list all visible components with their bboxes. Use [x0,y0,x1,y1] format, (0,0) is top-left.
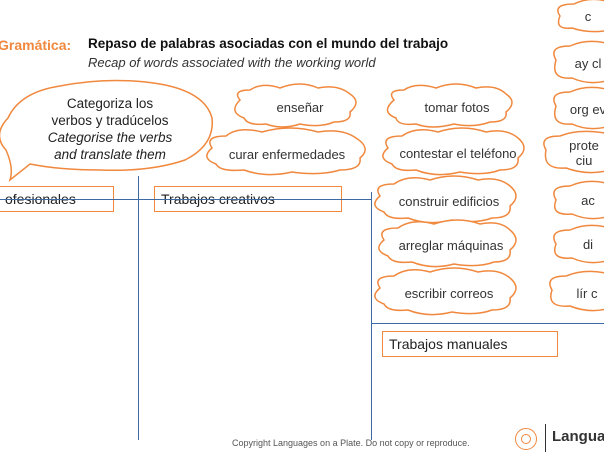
verb-curar: curar enfermedades [228,146,346,162]
verb-right-4: prote ciu [569,138,599,168]
verb-right-1: c [584,8,592,24]
divider-col-2 [371,192,372,440]
copyright-text: Copyright Languages on a Plate. Do not c… [232,438,470,448]
logo-divider [545,424,546,452]
verb-tomar: tomar fotos [424,99,490,115]
page-subtitle: Recap of words associated with the worki… [88,55,376,70]
verb-escribir: escribir correos [404,285,494,301]
cloud-right-5 [553,180,604,220]
verb-arreglar: arreglar máquinas [398,237,504,253]
cloud-right-2 [553,40,604,84]
section-label: Gramática: [0,37,72,53]
cloud-right-6 [553,224,604,264]
instruction-bubble: Categoriza los verbos y tradúcelos Categ… [20,95,200,163]
instruction-line-1: Categoriza los [66,96,154,111]
brand-name: Langua [552,428,604,445]
verb-right-3: org ev [569,101,604,117]
cloud-tomar [386,83,513,128]
logo-inner-icon [521,434,531,444]
instruction-line-4: and translate them [54,147,166,162]
category-manuales: Trabajos manuales [382,331,558,357]
cloud-ensenar [234,83,357,128]
divider-top [0,199,372,200]
cloud-right-1 [557,0,604,33]
speech-bubble [0,79,213,183]
verb-ensenar: enseñar [276,99,324,115]
cloud-right-4 [543,130,604,174]
logo-icon [515,428,537,450]
verb-right-6: di [582,236,594,252]
instruction-line-2: verbos y tradúcelos [51,113,169,128]
verb-right-5: ac [581,192,595,208]
divider-col-1 [138,176,139,440]
verb-right-2: ay cl [574,55,602,71]
verb-construir: construir edificios [398,193,500,209]
cloud-right-7 [549,270,604,312]
divider-right [371,323,604,324]
cloud-construir [374,175,517,224]
cloud-escribir [374,267,517,316]
verb-right-7: lír c [576,285,598,301]
cloud-curar [206,127,366,176]
cloud-contestar [382,127,525,176]
instruction-line-3: Categorise the verbs [47,130,173,145]
cloud-arreglar [378,219,517,268]
page-title: Repaso de palabras asociadas con el mund… [88,36,449,51]
verb-contestar: contestar el teléfono [399,145,517,161]
cloud-right-3 [553,86,604,130]
